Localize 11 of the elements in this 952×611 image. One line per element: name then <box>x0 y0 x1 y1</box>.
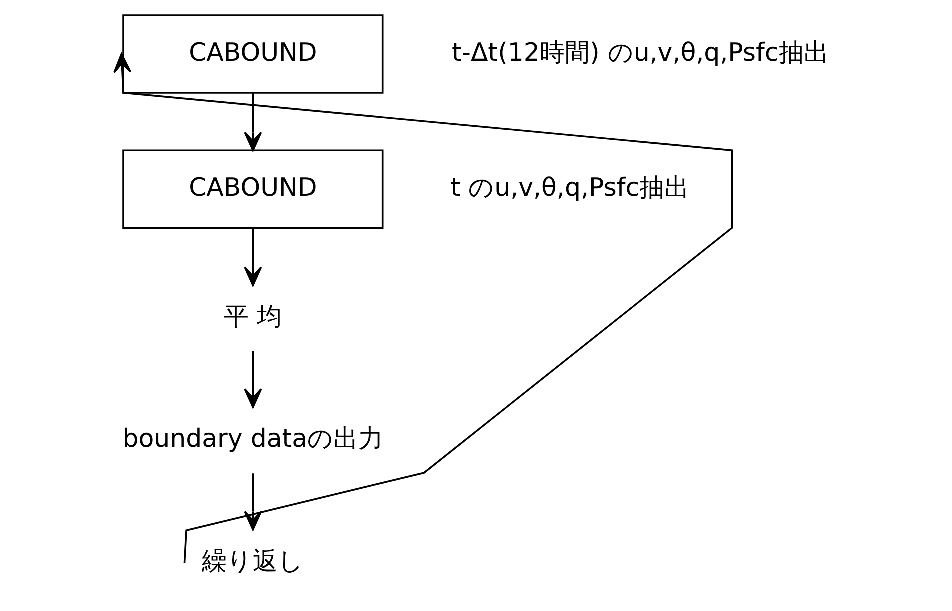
node-text: 繰り返し <box>202 546 304 576</box>
node-text: 平 均 <box>224 302 282 331</box>
node-box: CABOUND <box>122 14 384 94</box>
node-text: boundary dataの出力 <box>122 424 384 454</box>
arrow <box>244 93 262 152</box>
arrow <box>113 53 733 564</box>
arrow <box>244 228 262 286</box>
arrow <box>244 351 262 408</box>
node-label: t のu,v,θ,q,Psfc抽出 <box>450 173 690 202</box>
node-label: t-Δt(12時間) のu,v,θ,q,Psfc抽出 <box>451 38 828 67</box>
node-box: CABOUND <box>122 150 384 229</box>
